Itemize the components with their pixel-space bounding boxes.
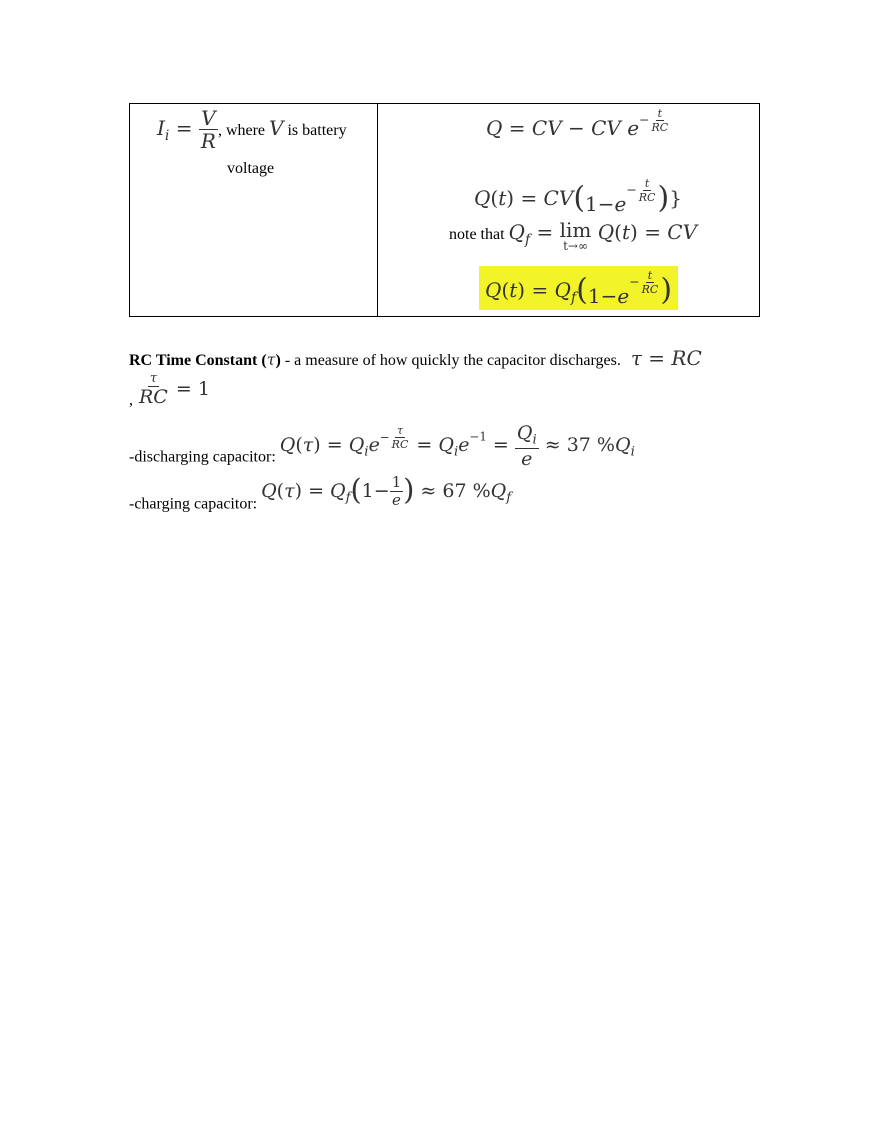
rc-time-constant-line: RC Time Constant (τ) - a measure of how …	[129, 346, 769, 370]
discharging-percent: 37 %	[566, 434, 615, 457]
comma-text: ,	[129, 391, 133, 409]
discharging-label: -discharging capacitor:	[129, 448, 276, 466]
voltage-symbol: V	[269, 116, 284, 140]
paren-open: (	[261, 352, 267, 369]
tau-symbol: τ	[266, 350, 276, 369]
rc-description: - a measure of how quickly the capacitor…	[280, 352, 621, 369]
is-battery-text: is battery	[287, 122, 347, 139]
charging-percent: 67 %	[442, 479, 491, 502]
paren-close: )	[275, 352, 281, 369]
rc-heading: RC Time Constant	[129, 352, 258, 369]
where-text: , where	[217, 122, 266, 139]
note-that-text: note that	[449, 226, 505, 243]
voltage-text: voltage	[227, 160, 275, 177]
tau-equals-rc-formula: τ = RC	[630, 346, 702, 370]
charging-label: -charging capacitor:	[129, 495, 258, 513]
